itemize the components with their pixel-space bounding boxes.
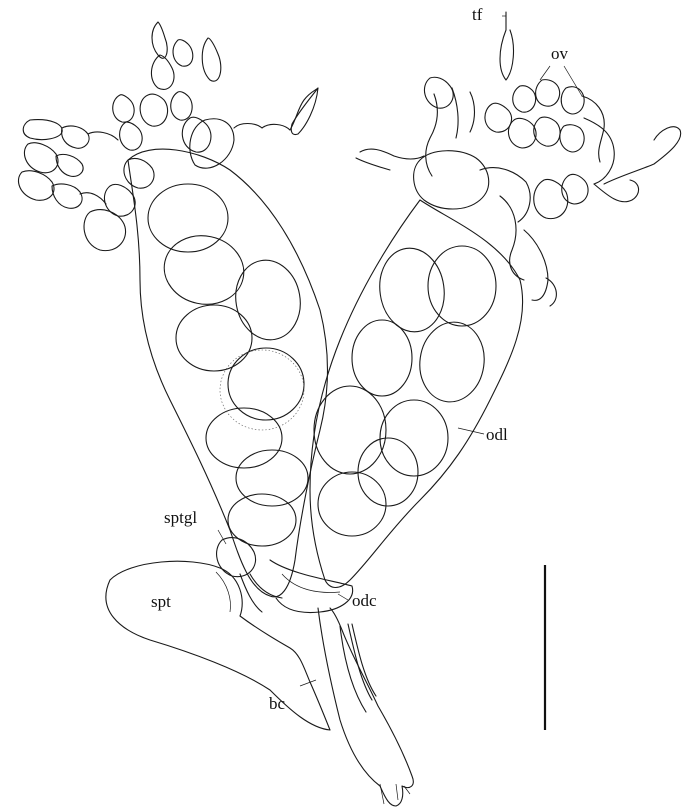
label-odc: odc [352, 592, 377, 609]
left-ovarioles [18, 22, 318, 251]
leader-sptgl [218, 530, 226, 544]
label-sptgl: sptgl [164, 509, 197, 526]
leader-odl [458, 428, 484, 434]
bursa-copulatrix [318, 608, 413, 806]
spermathecal-gland [217, 538, 282, 612]
leader-ov-2 [564, 66, 582, 96]
label-tf: tf [472, 6, 482, 23]
leader-odc [338, 594, 348, 600]
spermatheca [106, 561, 330, 730]
label-odl: odl [486, 426, 508, 443]
leader-ov-1 [540, 66, 550, 80]
leader-bc [300, 680, 316, 686]
right-ovarioles [356, 12, 681, 306]
left-lateral-oviduct [128, 149, 328, 597]
label-ov: ov [551, 45, 568, 62]
label-bc: bc [269, 695, 285, 712]
right-lateral-oviduct [310, 200, 523, 588]
label-spt: spt [151, 593, 171, 610]
